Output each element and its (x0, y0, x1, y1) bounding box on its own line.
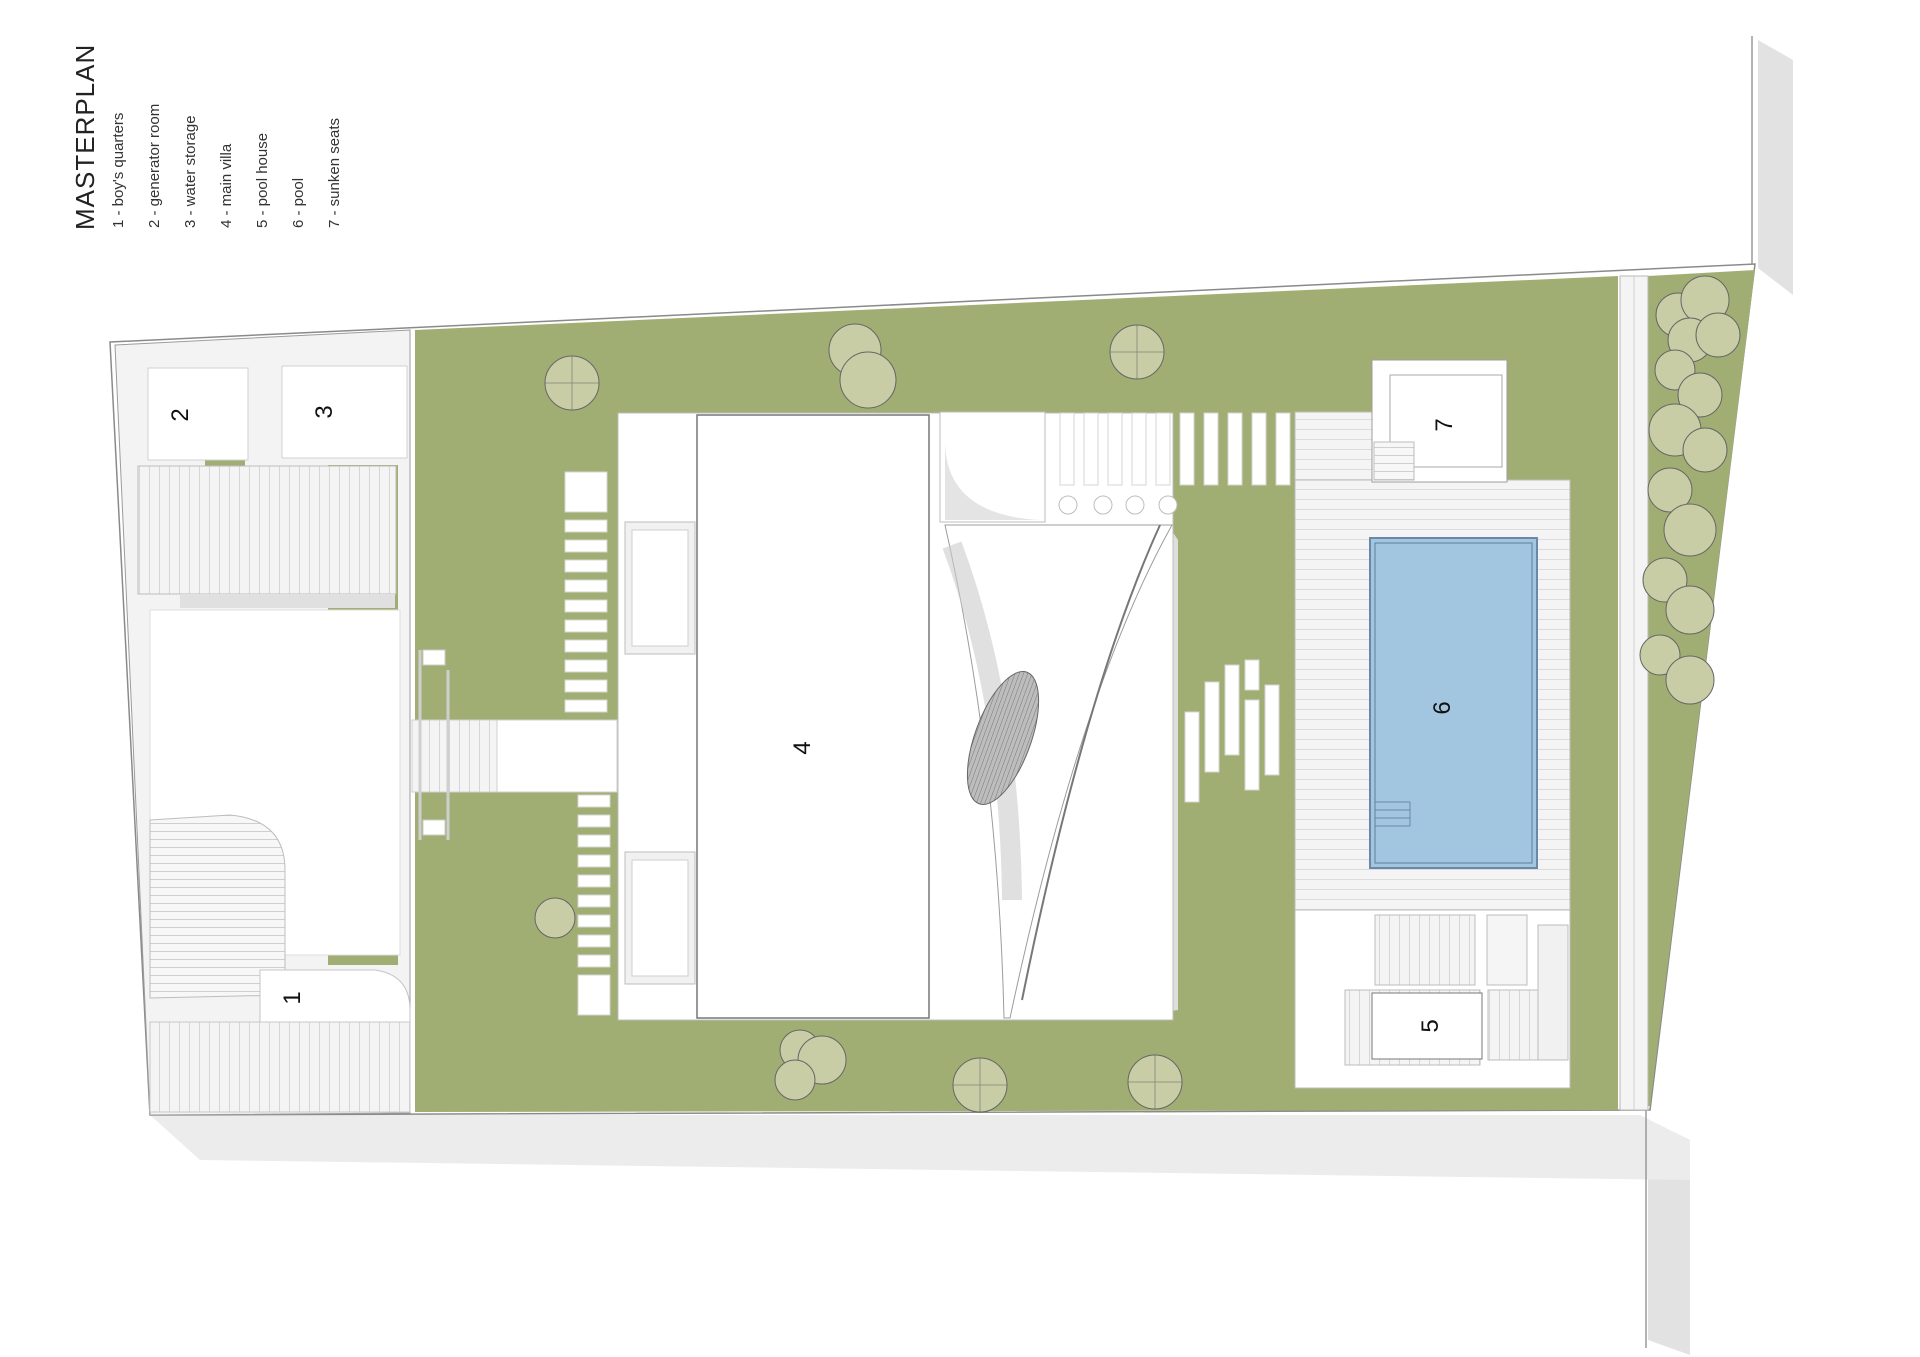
boundary-lines (1645, 36, 1753, 1348)
room-3 (281, 365, 408, 459)
main-villa-label: 4 (789, 741, 816, 754)
shrubs (1058, 495, 1178, 515)
pool-house-label: 5 (1417, 1019, 1444, 1032)
stepping-stones-left (564, 471, 611, 1016)
stepping-stones-middle (1184, 659, 1280, 803)
villa-curved-wing (944, 524, 1173, 1019)
pool-label: 6 (1429, 701, 1456, 714)
curved-stair (149, 814, 286, 999)
stepping-stones-top (1059, 412, 1291, 486)
main-villa (696, 414, 930, 1019)
room-3-label: 3 (311, 405, 338, 418)
pool-house (1371, 992, 1483, 1060)
pool (1369, 537, 1538, 869)
shadow-strips (150, 40, 1793, 1355)
pergola (137, 465, 397, 595)
sunken-seats-label: 7 (1431, 418, 1458, 431)
room-2 (147, 367, 249, 461)
room-2-label: 2 (167, 408, 194, 421)
villa-skylight (966, 671, 1040, 805)
room-1-label: 1 (279, 991, 306, 1004)
